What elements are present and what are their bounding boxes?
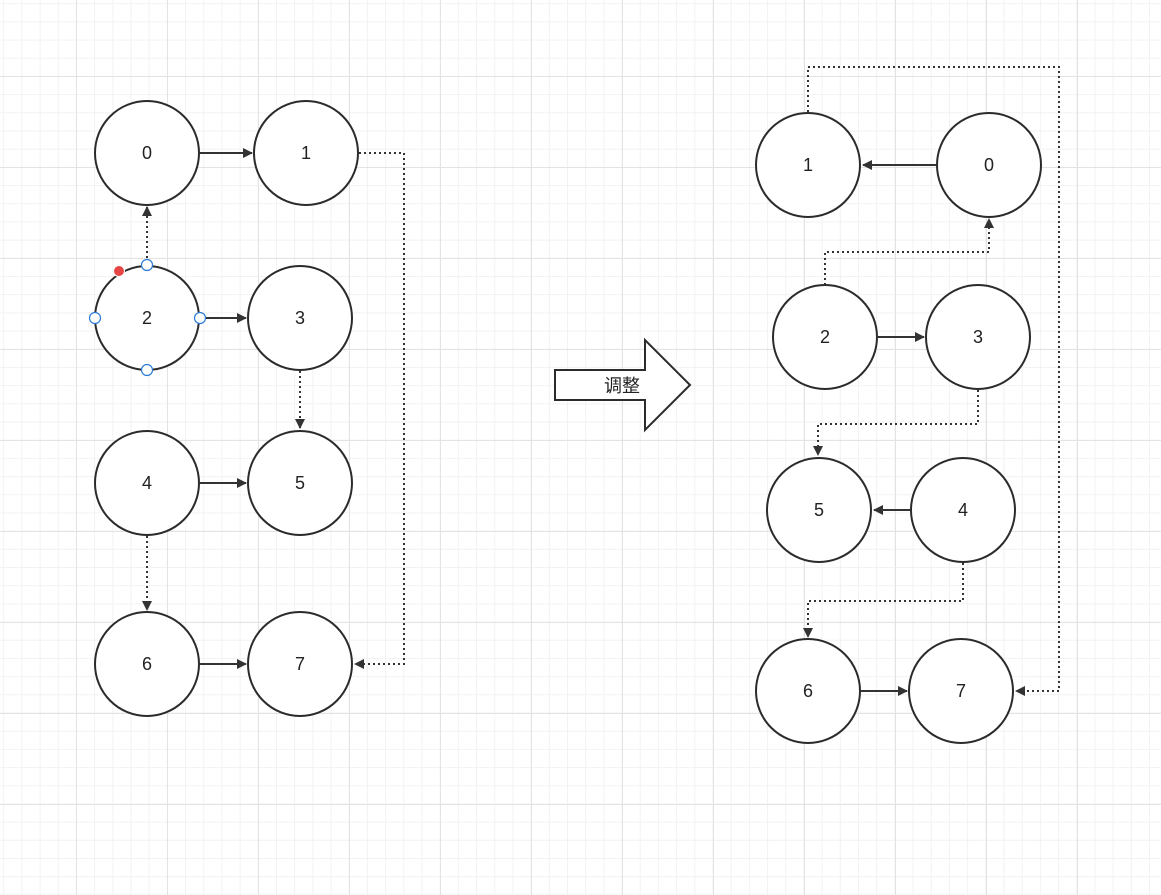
resize-handle-bottom[interactable] <box>140 363 154 377</box>
right-graph-nodes: 1 0 2 3 5 4 6 7 <box>755 112 1042 744</box>
node-label: 5 <box>295 473 305 493</box>
edge-right-1-to-7[interactable] <box>807 66 1060 696</box>
node-right-4[interactable]: 4 <box>910 457 1016 563</box>
node-label: 2 <box>820 327 830 347</box>
node-left-6[interactable]: 6 <box>94 611 200 717</box>
node-right-0[interactable]: 0 <box>936 112 1042 218</box>
node-left-5[interactable]: 5 <box>247 430 353 536</box>
node-left-1[interactable]: 1 <box>253 100 359 206</box>
node-label: 6 <box>142 654 152 674</box>
node-left-2[interactable]: 2 <box>94 265 200 371</box>
right-graph-edges <box>803 66 1060 696</box>
node-label: 1 <box>803 155 813 175</box>
node-label: 6 <box>803 681 813 701</box>
node-label: 7 <box>295 654 305 674</box>
node-right-3[interactable]: 3 <box>925 284 1031 390</box>
resize-handle-left[interactable] <box>88 311 102 325</box>
edge-right-2-to-0[interactable] <box>824 218 994 285</box>
edge-left-1-to-7[interactable] <box>354 152 405 669</box>
transform-arrow-label: 调整 <box>604 376 640 397</box>
resize-handle-right[interactable] <box>193 311 207 325</box>
edge-right-4-to-6[interactable] <box>803 563 964 638</box>
node-label: 0 <box>984 155 994 175</box>
left-graph-edges <box>142 148 405 669</box>
transform-arrow[interactable]: 调整 <box>554 337 692 433</box>
node-label: 4 <box>958 500 968 520</box>
node-right-6[interactable]: 6 <box>755 638 861 744</box>
node-left-3[interactable]: 3 <box>247 265 353 371</box>
node-label: 7 <box>956 681 966 701</box>
selection-handles <box>88 258 207 377</box>
edge-right-3-to-5[interactable] <box>813 390 979 456</box>
node-right-1[interactable]: 1 <box>755 112 861 218</box>
node-right-5[interactable]: 5 <box>766 457 872 563</box>
node-label: 5 <box>814 500 824 520</box>
node-label: 0 <box>142 143 152 163</box>
node-right-2[interactable]: 2 <box>772 284 878 390</box>
node-left-0[interactable]: 0 <box>94 100 200 206</box>
node-label: 3 <box>295 308 305 328</box>
node-left-4[interactable]: 4 <box>94 430 200 536</box>
resize-handle-top[interactable] <box>140 258 154 272</box>
rotate-handle[interactable] <box>113 265 125 277</box>
node-label: 2 <box>142 308 152 328</box>
node-right-7[interactable]: 7 <box>908 638 1014 744</box>
left-graph-nodes: 0 1 2 3 4 5 6 7 <box>94 100 359 717</box>
node-left-7[interactable]: 7 <box>247 611 353 717</box>
node-label: 4 <box>142 473 152 493</box>
node-label: 1 <box>301 143 311 163</box>
node-label: 3 <box>973 327 983 347</box>
